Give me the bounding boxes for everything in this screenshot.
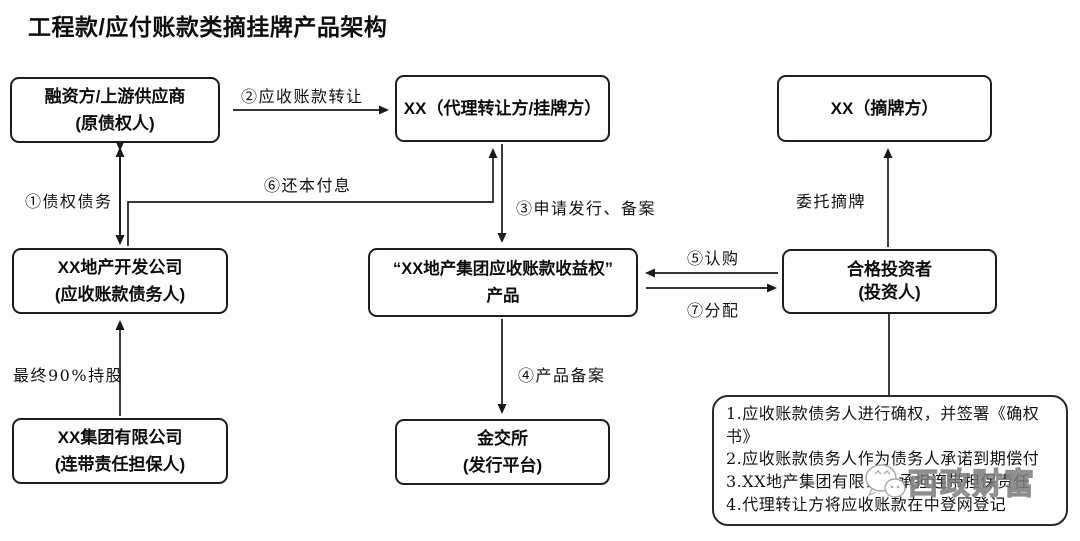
box-product-line1: “XX地产集团应收账款收益权” [392,260,613,279]
label-final-holding: 最终90%持股 [13,366,124,385]
box-investor-line2: (投资人) [858,282,921,302]
box-investor-line1: 合格投资者 [847,259,932,279]
label-distribution: ⑦分配 [687,301,740,320]
box-product-line2: 产品 [486,286,520,305]
box-transfer-agent: XX（代理转让方/挂牌方） [395,75,610,142]
box-financier-line1: 融资方/上游供应商 [44,86,186,106]
chat-bubbles-icon [865,464,906,498]
box-exchange-line1: 金交所 [477,428,528,448]
watermark: 西政财富 [862,458,1036,504]
label-apply-issue-filing: ③申请发行、备案 [516,199,657,218]
watermark-text: 西政财富 [907,466,1036,502]
label-repay-principal-interest: ⑥还本付息 [264,176,352,195]
box-product: “XX地产集团应收账款收益权” 产品 [368,248,638,317]
label-entrust-delist: 委托摘牌 [796,192,867,211]
box-delisting-party: XX（摘牌方） [777,75,992,142]
box-developer: XX地产开发公司 (应收账款债务人) [12,248,228,314]
box-exchange: 金交所 (发行平台) [395,419,610,485]
box-investor: 合格投资者 (投资人) [782,249,997,314]
label-receivable-transfer: ②应收账款转让 [241,87,364,106]
box-group-guarantor-line2: (连带责任担保人) [54,455,186,474]
page-title: 工程款/应付账款类摘挂牌产品架构 [28,14,388,40]
box-financier: 融资方/上游供应商 (原债权人) [10,77,220,143]
note-item-2: 2.应收账款债务人作为债务人承诺到期偿付 [726,449,1040,469]
note-item-4: 4.代理转让方将应收账款在中登网登记 [726,494,1007,514]
box-developer-line1: XX地产开发公司 [57,257,183,277]
box-transfer-agent-line1: XX（代理转让方/挂牌方） [403,98,602,118]
box-financier-line2: (原债权人) [75,114,155,133]
box-exchange-line2: (发行平台) [462,456,543,475]
label-subscription: ⑤认购 [687,249,740,268]
box-delisting-party-line1: XX（摘牌方） [830,98,939,118]
box-group-guarantor: XX集团有限公司 (连带责任担保人) [12,418,228,484]
label-claim-debt: ①债权债务 [25,192,113,211]
box-group-guarantor-line1: XX集团有限公司 [57,427,183,447]
label-product-filing: ④产品备案 [518,366,606,385]
note-item-1: 1.应收账款债务人进行确权，并签署《确权书》 [726,404,1040,446]
box-developer-line2: (应收账款债务人) [54,285,186,304]
